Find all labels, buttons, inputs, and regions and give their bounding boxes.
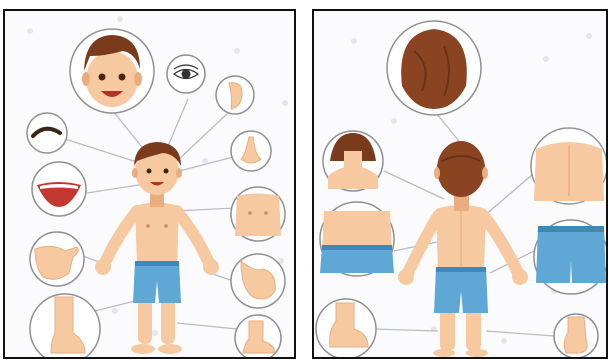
heel-foot-icon xyxy=(316,299,376,359)
front-view-panel xyxy=(3,9,296,359)
nose-icon xyxy=(231,131,271,171)
eye-icon xyxy=(167,55,205,93)
back-view-panel xyxy=(312,9,608,359)
mouth-icon xyxy=(32,162,86,216)
ankle-icon xyxy=(554,314,598,358)
upper-back-icon xyxy=(531,128,607,204)
foot-icon xyxy=(235,315,281,359)
back-view-illustration xyxy=(314,11,608,359)
eyebrow-icon xyxy=(27,113,67,153)
leg-icon xyxy=(30,294,100,359)
neck-icon xyxy=(323,131,383,191)
buttocks-icon xyxy=(534,220,608,294)
hand-icon xyxy=(30,232,84,286)
back-of-head-icon xyxy=(387,21,481,115)
boy-back-figure xyxy=(398,141,528,357)
lower-back-icon xyxy=(320,202,394,276)
chest-icon xyxy=(231,187,285,241)
boy-front-figure xyxy=(95,142,219,354)
arm-icon xyxy=(231,254,285,308)
ear-icon xyxy=(216,76,254,114)
front-view-illustration xyxy=(5,11,296,359)
face-icon xyxy=(70,29,154,113)
